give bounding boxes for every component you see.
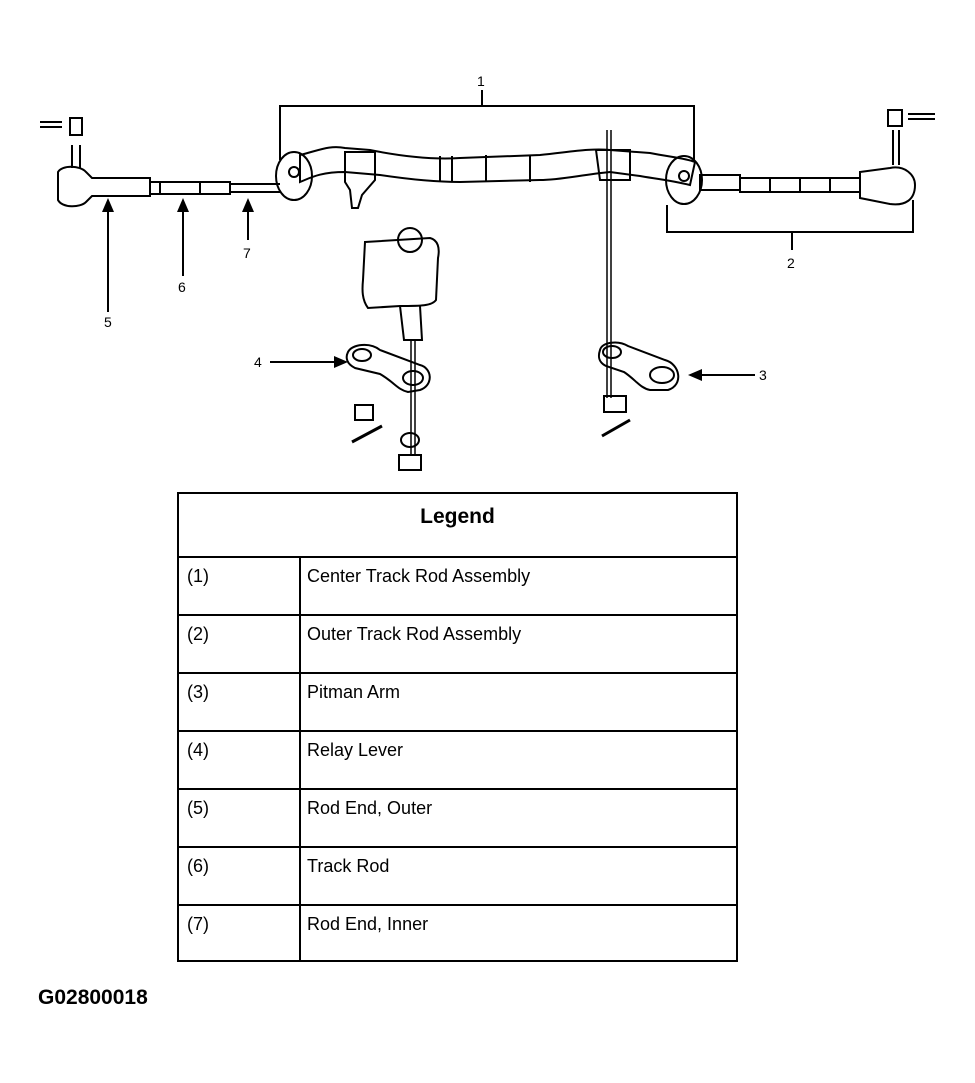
legend-description: Outer Track Rod Assembly xyxy=(307,624,522,644)
legend-table: Legend (1) Center Track Rod Assembly (2)… xyxy=(177,492,738,962)
legend-description: Rod End, Outer xyxy=(307,798,433,818)
legend-number: (7) xyxy=(187,914,209,934)
callout-5: 5 xyxy=(104,314,112,330)
legend-row: (4) Relay Lever xyxy=(179,732,736,790)
callout-1: 1 xyxy=(477,73,485,89)
relay-lever xyxy=(345,344,431,471)
callout-4: 4 xyxy=(254,354,262,370)
legend-row: (3) Pitman Arm xyxy=(179,674,736,732)
legend-description: Relay Lever xyxy=(307,740,404,760)
arrow-3-head xyxy=(688,369,702,381)
legend-number: (2) xyxy=(187,624,209,644)
callout-7: 7 xyxy=(243,245,251,261)
legend-description: Center Track Rod Assembly xyxy=(307,566,531,586)
callout-6: 6 xyxy=(178,279,186,295)
legend-row: (2) Outer Track Rod Assembly xyxy=(179,616,736,674)
arrow-6-head xyxy=(177,198,189,212)
callout-3: 3 xyxy=(759,367,767,383)
callout-1-bracket xyxy=(279,90,695,160)
legend-number: (1) xyxy=(187,566,209,586)
arrow-5-head xyxy=(102,198,114,212)
legend-number: (6) xyxy=(187,856,209,876)
arrow-7-head xyxy=(242,198,254,212)
legend-number: (4) xyxy=(187,740,209,760)
legend-row: (5) Rod End, Outer xyxy=(179,790,736,848)
right-track-rod xyxy=(699,109,935,206)
legend-description: Track Rod xyxy=(307,856,390,876)
pitman-arm xyxy=(597,341,680,438)
legend-title: Legend xyxy=(179,494,736,558)
arrow-4-head xyxy=(334,356,348,368)
callout-2-bracket xyxy=(666,200,914,250)
legend-row: (7) Rod End, Inner xyxy=(179,906,736,962)
left-track-rod xyxy=(40,117,280,208)
legend-description: Rod End, Inner xyxy=(307,914,429,934)
steering-linkage-diagram: 1 2 3 4 5 6 7 xyxy=(40,73,935,471)
center-track-rod xyxy=(275,146,703,209)
legend-description: Pitman Arm xyxy=(307,682,401,702)
callout-2: 2 xyxy=(787,255,795,271)
steering-gear-box xyxy=(361,227,440,341)
legend-row: (1) Center Track Rod Assembly xyxy=(179,558,736,616)
figure-id: G02800018 xyxy=(38,986,148,1009)
legend-number: (3) xyxy=(187,682,209,702)
legend-row: (6) Track Rod xyxy=(179,848,736,906)
legend-number: (5) xyxy=(187,798,209,818)
